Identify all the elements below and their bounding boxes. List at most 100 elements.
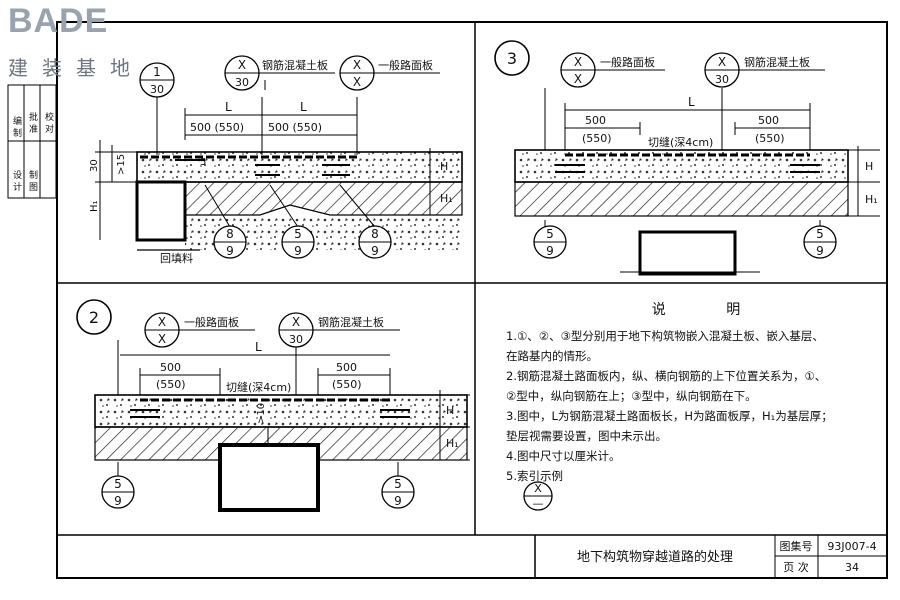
- note-line: 在路基内的情形。: [506, 349, 598, 363]
- p3-bl-bottom: X: [574, 72, 582, 86]
- panel-1-diagram: [95, 80, 463, 251]
- p2-cut: 切缝(深4cm): [226, 380, 291, 394]
- p3-bl-label: 一般路面板: [600, 55, 655, 69]
- panel-2-ref-1: [101, 475, 135, 509]
- p3-number: 3: [507, 49, 517, 68]
- p3-ref-1-bottom: 9: [546, 244, 554, 258]
- p2-br-top: X: [292, 315, 300, 329]
- panel-3-bubble-left: [560, 52, 665, 88]
- p1-bubble-right-bottom: X: [353, 75, 361, 89]
- strip-row-5: 制 图: [27, 169, 38, 192]
- strip-row-3: 校 对: [43, 111, 54, 133]
- p3-br-bottom: 30: [715, 73, 729, 86]
- p1-dim-30: 30: [89, 159, 100, 172]
- p2-bl-bottom: X: [158, 332, 166, 346]
- p3-500-left: 500: [585, 114, 606, 127]
- p2-br-bottom: 30: [289, 333, 303, 346]
- panel-3-ref-1: [533, 225, 567, 259]
- p1-backfill: 回填料: [160, 251, 193, 265]
- p1-bubble-left-bottom: 30: [150, 83, 164, 96]
- notes-section: 说 明 1.①、②、③型分别用于地下构筑物嵌入混凝土板、嵌入基层、 在路基内的情…: [506, 300, 886, 486]
- p3-H1: H₁: [865, 193, 878, 206]
- title-block: [534, 535, 887, 578]
- panel-3-diagram: [494, 40, 880, 276]
- p1-H: H: [440, 160, 448, 173]
- note-line: 4.图中尺寸以厘米计。: [506, 449, 621, 463]
- note-line: 2.钢筋混凝土路面板内，纵、横向钢筋的上下位置关系为，①、: [506, 369, 827, 383]
- p2-bl-label: 一般路面板: [184, 315, 239, 329]
- p3-550-right: (550): [755, 132, 785, 145]
- strip-row-1: 编 制: [11, 115, 22, 137]
- p2-number: 2: [89, 308, 99, 327]
- p3-br-top: X: [718, 55, 726, 69]
- watermark-sub: 建装基地: [8, 56, 144, 80]
- panel-2-bubble-right: [278, 312, 400, 348]
- watermark-logo: BADE: [8, 2, 109, 40]
- p2-H: H: [446, 404, 454, 417]
- p2-550-right: (550): [332, 378, 362, 391]
- p1-bubble-mid-label: 钢筋混凝土板: [262, 58, 328, 72]
- p3-dim-L: L: [688, 95, 695, 109]
- note-line: 5.索引示例: [506, 469, 563, 483]
- strip-row-4: 设 计: [11, 170, 22, 192]
- example-top: X: [534, 482, 542, 495]
- p3-H: H: [865, 160, 873, 173]
- p2-dim-10: >10: [256, 403, 267, 424]
- p1-dim-L: L: [225, 100, 232, 114]
- index-example-bubble: [523, 481, 553, 511]
- p1-ref-3-bottom: 9: [371, 244, 379, 258]
- p3-ref-2-bottom: 9: [816, 244, 824, 258]
- p3-500-right: 500: [758, 114, 779, 127]
- panel-1-ref-2: [281, 225, 315, 259]
- p1-H1: H₁: [440, 192, 453, 205]
- p1-bubble-mid-top: X: [238, 58, 246, 72]
- p1-ref-3-top: 8: [371, 227, 379, 241]
- note-line: 1.①、②、③型分别用于地下构筑物嵌入混凝土板、嵌入基层、: [506, 329, 824, 343]
- page-value: 34: [845, 561, 859, 574]
- panel-3-bubble-right: [704, 52, 825, 88]
- p1-dim-500-b: 500 (550): [268, 121, 322, 134]
- p3-cut: 切缝(深4cm): [648, 135, 713, 149]
- p1-dim-500-a: 500 (550): [190, 121, 244, 134]
- p2-dim-L: L: [255, 340, 262, 354]
- p2-550-left: (550): [156, 378, 186, 391]
- left-strip: [7, 84, 57, 199]
- note-line: ②型中，纵向钢筋在上；③型中，纵向钢筋在下。: [506, 389, 757, 403]
- example-bottom: —: [533, 497, 544, 510]
- sheet-frame: [56, 21, 888, 579]
- p3-bl-top: X: [574, 55, 582, 69]
- p2-ref-1-top: 5: [114, 477, 122, 491]
- panel-2-bubble-left: [144, 312, 255, 348]
- p3-ref-1-top: 5: [546, 227, 554, 241]
- panel-2-ref-2: [381, 475, 415, 509]
- note-line: 3.图中，L为钢筋混凝土路面板长，H为路面板厚，H₁为基层厚；: [506, 409, 833, 423]
- p3-br-label: 钢筋混凝土板: [744, 55, 810, 69]
- panel-1-ref-1: [213, 225, 247, 259]
- title-block-title: 地下构筑物穿越道路的处理: [577, 549, 733, 565]
- panel-1-ref-3: [358, 225, 392, 259]
- p2-ref-1-bottom: 9: [114, 494, 122, 508]
- panel-1-bubble-mid: [224, 55, 335, 91]
- p3-ref-2-top: 5: [816, 227, 824, 241]
- p3-550-left: (550): [582, 132, 612, 145]
- panel-1-bubble-right: [339, 55, 440, 91]
- p1-ref-1-bottom: 9: [226, 244, 234, 258]
- p1-dim-15: >15: [116, 154, 127, 175]
- p2-bl-top: X: [158, 315, 166, 329]
- panel-1-bubble-left: [139, 62, 175, 98]
- p2-500-right: 500: [336, 361, 357, 374]
- page-label: 页 次: [783, 560, 809, 574]
- strip-row-2: 批 准: [27, 111, 38, 134]
- p1-bubble-right-label: 一般路面板: [378, 58, 433, 72]
- p2-500-left: 500: [160, 361, 181, 374]
- p1-dim-5: 5: [200, 157, 206, 168]
- atlas-value: 93J007-4: [827, 540, 876, 553]
- notes-title: 说 明: [651, 302, 769, 318]
- p1-H1-left: H₁: [89, 200, 100, 212]
- p1-bubble-mid-bottom: 30: [235, 76, 249, 89]
- p1-bubble-right-top: X: [353, 58, 361, 72]
- note-line: 垫层视需要设置，图中未示出。: [506, 429, 667, 443]
- p1-bubble-left-top: 1: [153, 65, 161, 79]
- panel-3-ref-2: [803, 225, 837, 259]
